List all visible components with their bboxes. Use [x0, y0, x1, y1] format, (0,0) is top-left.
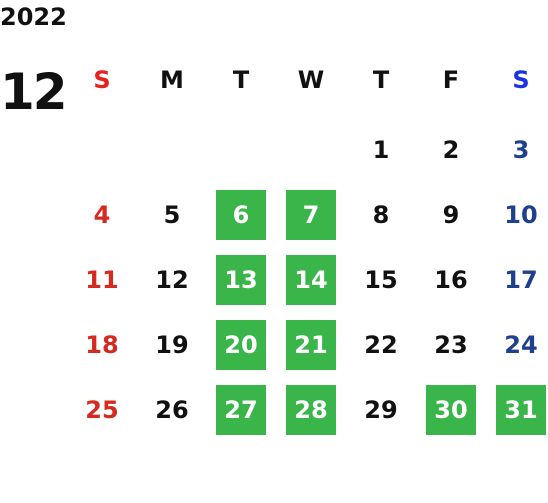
day-cell-13[interactable]: 13 — [216, 255, 266, 305]
weekday-header-sun: S — [93, 66, 111, 94]
weekday-header-fri: F — [442, 66, 460, 94]
day-cell-31[interactable]: 31 — [496, 385, 546, 435]
day-cell-3[interactable]: 3 — [512, 136, 530, 164]
day-cell-11[interactable]: 11 — [85, 266, 119, 294]
day-cell-29[interactable]: 29 — [364, 396, 398, 424]
year-label: 2022 — [0, 3, 67, 31]
day-cell-23[interactable]: 23 — [434, 331, 468, 359]
day-cell-8[interactable]: 8 — [372, 201, 390, 229]
day-cell-21[interactable]: 21 — [286, 320, 336, 370]
day-cell-10[interactable]: 10 — [504, 201, 538, 229]
day-cell-18[interactable]: 18 — [85, 331, 119, 359]
day-cell-6[interactable]: 6 — [216, 190, 266, 240]
day-cell-24[interactable]: 24 — [504, 331, 538, 359]
day-cell-19[interactable]: 19 — [155, 331, 189, 359]
day-cell-26[interactable]: 26 — [155, 396, 189, 424]
day-cell-25[interactable]: 25 — [85, 396, 119, 424]
day-cell-28[interactable]: 28 — [286, 385, 336, 435]
day-cell-2[interactable]: 2 — [442, 136, 460, 164]
weekday-header-tue: T — [232, 66, 250, 94]
day-cell-16[interactable]: 16 — [434, 266, 468, 294]
day-cell-5[interactable]: 5 — [163, 201, 181, 229]
day-cell-30[interactable]: 30 — [426, 385, 476, 435]
day-cell-27[interactable]: 27 — [216, 385, 266, 435]
month-label: 12 — [0, 63, 68, 121]
day-cell-14[interactable]: 14 — [286, 255, 336, 305]
day-cell-7[interactable]: 7 — [286, 190, 336, 240]
day-cell-15[interactable]: 15 — [364, 266, 398, 294]
day-cell-12[interactable]: 12 — [155, 266, 189, 294]
day-cell-9[interactable]: 9 — [442, 201, 460, 229]
day-cell-22[interactable]: 22 — [364, 331, 398, 359]
day-cell-4[interactable]: 4 — [93, 201, 111, 229]
day-cell-20[interactable]: 20 — [216, 320, 266, 370]
day-cell-17[interactable]: 17 — [504, 266, 538, 294]
weekday-header-sat: S — [512, 66, 530, 94]
weekday-header-wed: W — [297, 66, 325, 94]
weekday-header-thu: T — [372, 66, 390, 94]
weekday-header-mon: M — [160, 66, 184, 94]
day-cell-1[interactable]: 1 — [372, 136, 390, 164]
